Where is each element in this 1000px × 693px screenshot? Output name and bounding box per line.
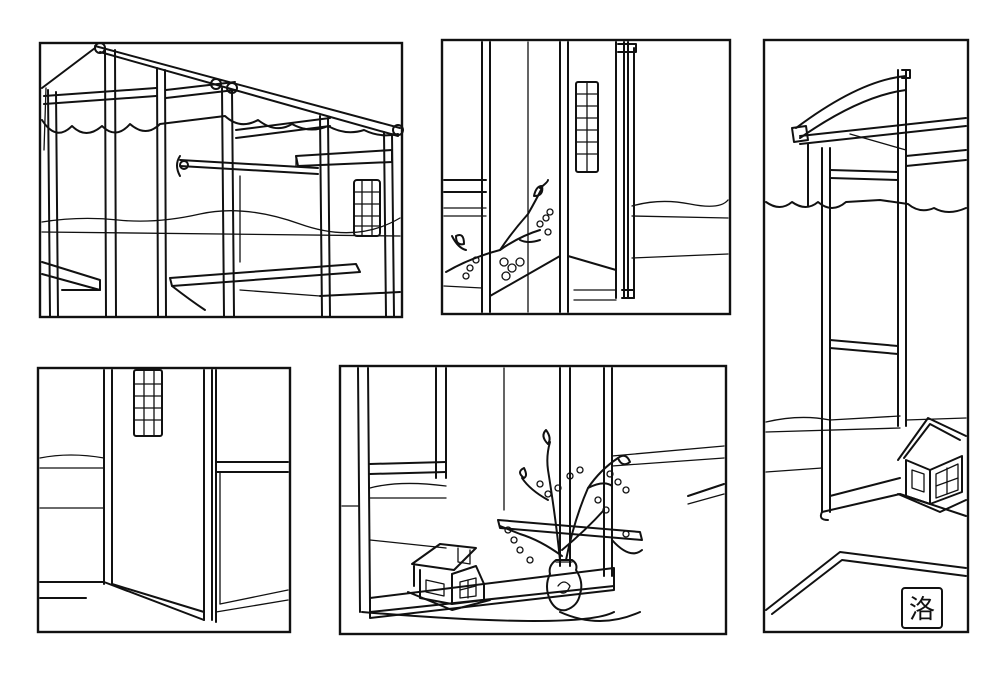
- panel-5-frame: [338, 364, 728, 636]
- panel-1-room-framework: [38, 41, 404, 319]
- panel-4-drawing: [39, 369, 289, 623]
- panel-2-doorway-branch: [440, 38, 732, 316]
- panel-2-drawing: [443, 41, 729, 313]
- panel-4-frame: [36, 366, 292, 634]
- seal-stamp: 洛: [901, 587, 943, 629]
- panel-1-frame: [38, 41, 404, 319]
- panel-1-drawing: [41, 42, 404, 317]
- panel-5-alcove-vase: [338, 364, 728, 636]
- seal-border: [901, 587, 943, 629]
- panel-3-canopy-house: 洛: [762, 38, 970, 634]
- panel-3-drawing: [765, 69, 967, 615]
- panel-4-corridor: [36, 366, 292, 634]
- panel-5-drawing: [341, 367, 725, 622]
- seal-glyph: 洛: [909, 595, 935, 625]
